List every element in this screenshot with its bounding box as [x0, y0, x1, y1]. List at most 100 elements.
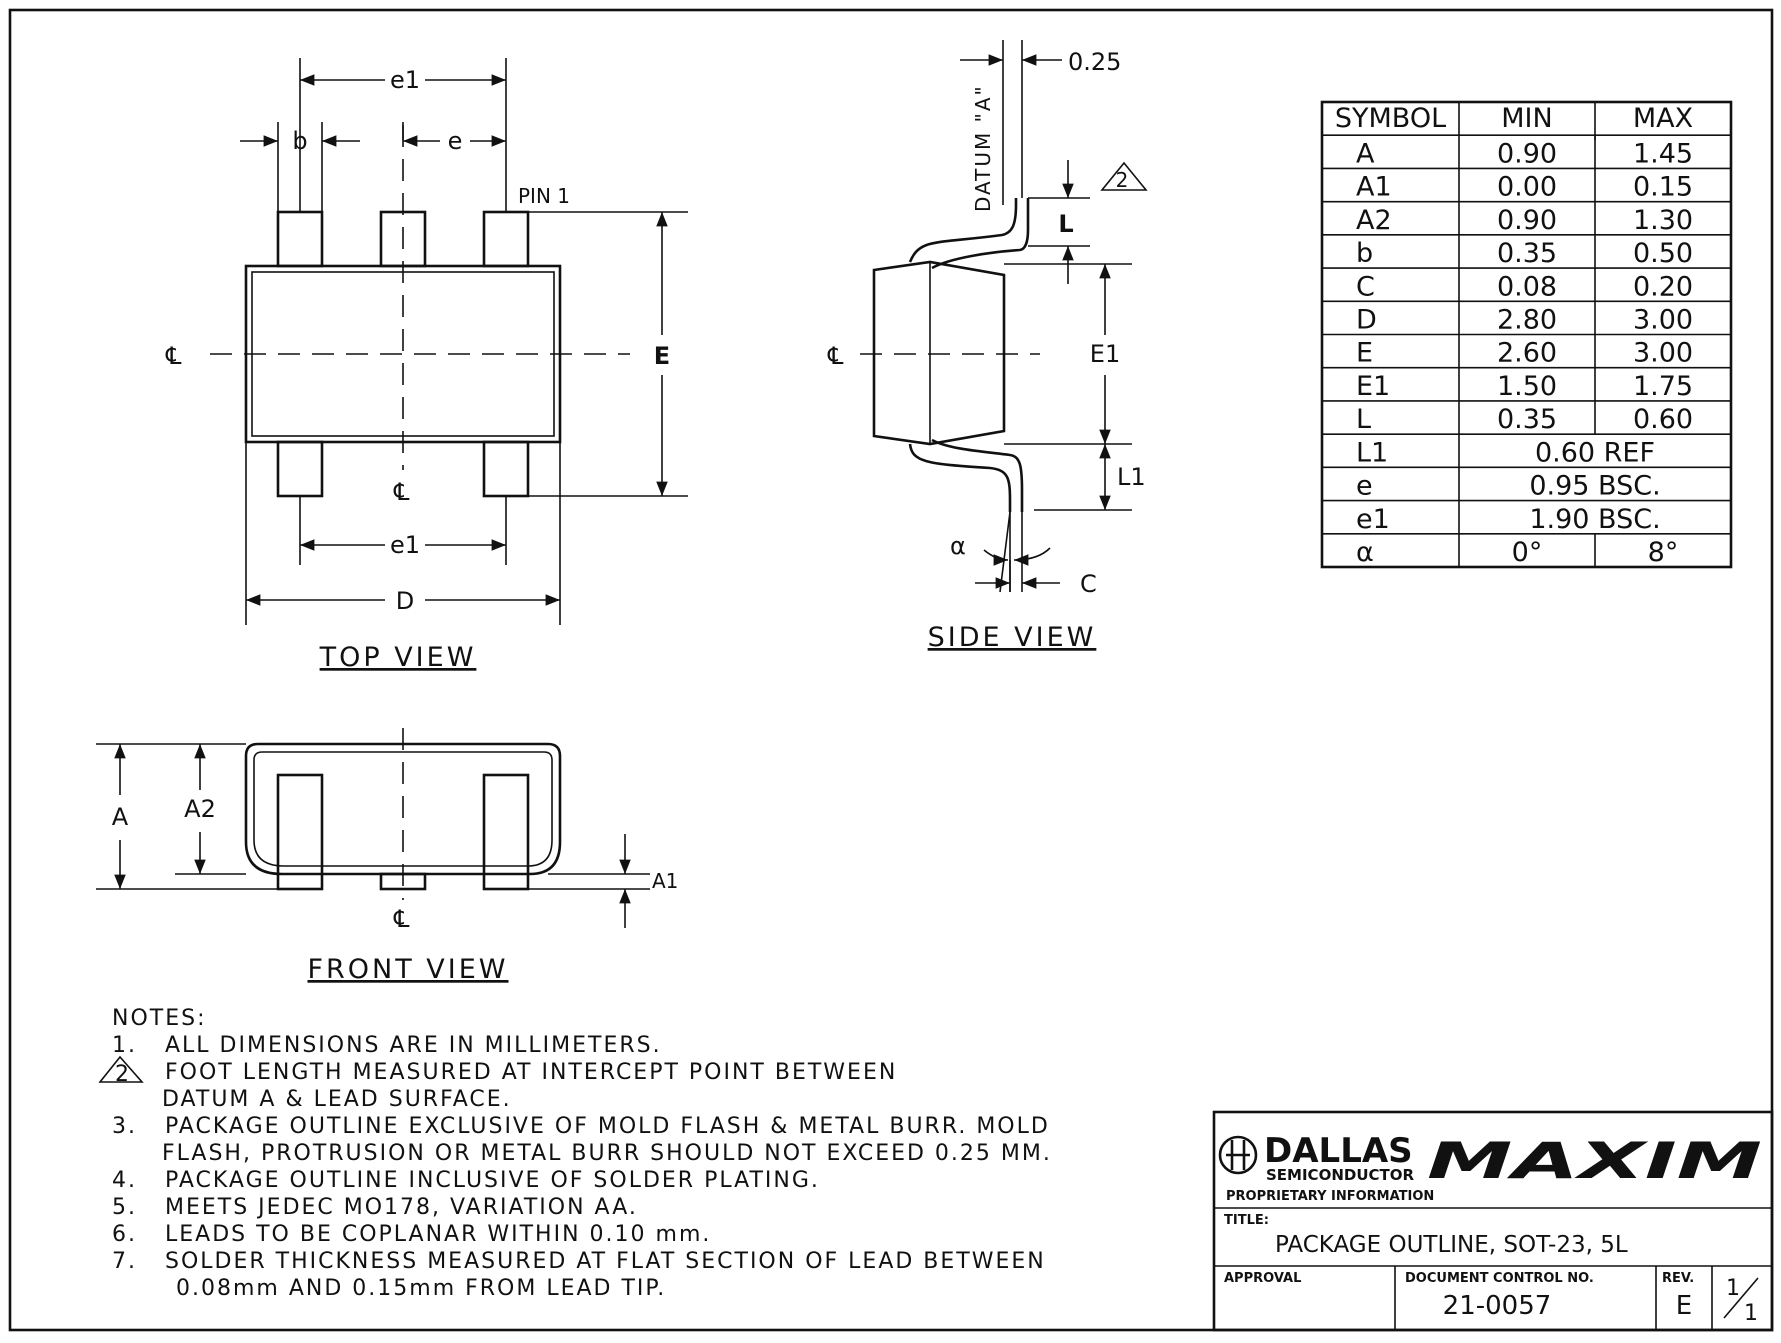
lead [276, 210, 324, 268]
note-text: FOOT LENGTH MEASURED AT INTERCEPT POINT … [165, 1060, 897, 1085]
table-max-cell: 0.50 [1633, 238, 1693, 269]
note-text: MEETS JEDEC MO178, VARIATION AA. [165, 1195, 638, 1220]
table-max-cell: 3.00 [1633, 305, 1693, 336]
table-symbol-cell: α [1356, 537, 1374, 568]
dim-label-e1-top: e1 [390, 66, 420, 94]
front-view-body [244, 742, 562, 876]
proprietary-label: PROPRIETARY INFORMATION [1226, 1189, 1434, 1204]
datum-a-label: DATUM "A" [971, 84, 995, 212]
lead [482, 210, 530, 268]
table-max-cell: 0.60 [1633, 404, 1693, 435]
dim-label-alpha: α [950, 532, 966, 560]
table-merged-cell: 0.60 REF [1535, 437, 1655, 468]
note-text: SOLDER THICKNESS MEASURED AT FLAT SECTIO… [165, 1249, 1046, 1274]
dim-label-A: A [112, 803, 129, 831]
centerline-symbol: ℄ [393, 905, 410, 933]
dim-label-L1: L1 [1117, 463, 1146, 491]
table-max-cell: 1.30 [1633, 205, 1693, 236]
side-view: ℄ 0.25 DATUM "A" 2 L E1 L1 α [827, 40, 1148, 653]
note-text: PACKAGE OUTLINE INCLUSIVE OF SOLDER PLAT… [165, 1168, 820, 1193]
title-block: DALLAS SEMICONDUCTOR MAXIM PROPRIETARY I… [1212, 1110, 1774, 1332]
table-min-cell: 0.00 [1497, 172, 1557, 203]
dim-label-e: e [448, 127, 463, 155]
brand-dallas: DALLAS [1264, 1131, 1413, 1171]
table-min-cell: 0.35 [1497, 404, 1557, 435]
dim-label-L: L [1058, 210, 1073, 238]
note-2-triangle-symbol [1100, 161, 1148, 191]
notes: NOTES: 1. ALL DIMENSIONS ARE IN MILLIMETE… [98, 1006, 1052, 1301]
table-symbol-cell: A2 [1356, 205, 1392, 236]
revision-label: REV. [1662, 1271, 1694, 1286]
front-view: ℄ A A2 A1 FRONT VIEW [96, 728, 678, 985]
side-view-title: SIDE VIEW [928, 622, 1097, 653]
note-number: 5. [112, 1195, 137, 1220]
drawing-border [8, 8, 1774, 1332]
pin1-label: PIN 1 [518, 184, 570, 208]
note-text: ALL DIMENSIONS ARE IN MILLIMETERS. [165, 1033, 662, 1058]
table-merged-cell: 0.95 BSC. [1529, 471, 1660, 502]
table-max-cell: 0.15 [1633, 172, 1693, 203]
dallas-logo-icon [1218, 1135, 1258, 1175]
table-symbol-cell: A1 [1356, 172, 1392, 203]
lead [276, 773, 324, 891]
table-header-cell: SYMBOL [1335, 103, 1446, 134]
table-symbol-cell: e [1356, 471, 1373, 502]
table-symbol-cell: A [1356, 138, 1375, 169]
notes-heading: NOTES: [112, 1006, 207, 1031]
title-label: TITLE: [1224, 1213, 1269, 1228]
top-view-title: TOP VIEW [319, 642, 477, 673]
note-text: 0.08mm AND 0.15mm FROM LEAD TIP. [176, 1276, 666, 1301]
table-symbol-cell: L1 [1356, 437, 1388, 468]
document-title: PACKAGE OUTLINE, SOT-23, 5L [1275, 1232, 1628, 1258]
side-view-body [872, 260, 1006, 446]
note-text: FLASH, PROTRUSION OR METAL BURR SHOULD N… [162, 1141, 1052, 1166]
front-view-title: FRONT VIEW [307, 954, 508, 985]
table-min-cell: 0° [1512, 537, 1543, 568]
dim-label-e1-bottom: e1 [390, 531, 420, 559]
table-merged-cell: 1.90 BSC. [1529, 504, 1660, 535]
table-max-cell: 1.75 [1633, 371, 1693, 402]
dim-label-C: C [1080, 570, 1097, 598]
table-symbol-cell: D [1356, 305, 1377, 336]
dim-label-A2: A2 [184, 795, 216, 823]
table-symbol-cell: C [1356, 271, 1375, 302]
dim-label-D: D [396, 587, 414, 615]
note-text: LEADS TO BE COPLANAR WITHIN 0.10 mm. [165, 1222, 711, 1247]
table-symbol-cell: E [1356, 338, 1373, 369]
table-min-cell: 0.35 [1497, 238, 1557, 269]
table-symbol-cell: e1 [1356, 504, 1390, 535]
table-min-cell: 2.60 [1497, 338, 1557, 369]
brand-maxim: MAXIM [1427, 1132, 1762, 1190]
table-max-cell: 0.20 [1633, 271, 1693, 302]
note-text: PACKAGE OUTLINE EXCLUSIVE OF MOLD FLASH … [165, 1114, 1050, 1139]
note-text: DATUM A & LEAD SURFACE. [162, 1087, 512, 1112]
side-lead [908, 198, 1018, 263]
note-number: 6. [112, 1222, 137, 1247]
note-number: 1. [112, 1033, 137, 1058]
sheet-total: 1 [1744, 1301, 1758, 1326]
note-number: 7. [112, 1249, 137, 1274]
note-number: 4. [112, 1168, 137, 1193]
table-header-cell: MAX [1633, 103, 1693, 134]
dim-label-E1: E1 [1090, 340, 1120, 368]
centerline-symbol: ℄ [393, 478, 410, 506]
document-control-number: 21-0057 [1443, 1291, 1552, 1321]
revision-value: E [1676, 1291, 1692, 1321]
dim-label-E: E [654, 342, 670, 370]
centerline-symbol: ℄ [827, 342, 844, 370]
table-symbol-cell: L [1356, 404, 1371, 435]
table-max-cell: 1.45 [1633, 138, 1693, 169]
centerline-symbol: ℄ [165, 342, 182, 370]
note-number: 3. [112, 1114, 137, 1139]
note-number: 2 [115, 1062, 131, 1087]
top-view: e1 b e PIN 1 E e1 D ℄ ℄ TOP VIEW [165, 58, 688, 673]
table-symbol-cell: E1 [1356, 371, 1390, 402]
table-min-cell: 0.90 [1497, 138, 1557, 169]
brand-semiconductor: SEMICONDUCTOR [1266, 1166, 1414, 1184]
sheet-number: 1 [1726, 1276, 1740, 1301]
document-control-label: DOCUMENT CONTROL NO. [1405, 1271, 1594, 1286]
table-symbol-cell: b [1356, 238, 1373, 269]
table-min-cell: 2.80 [1497, 305, 1557, 336]
table-header-cell: MIN [1501, 103, 1552, 134]
